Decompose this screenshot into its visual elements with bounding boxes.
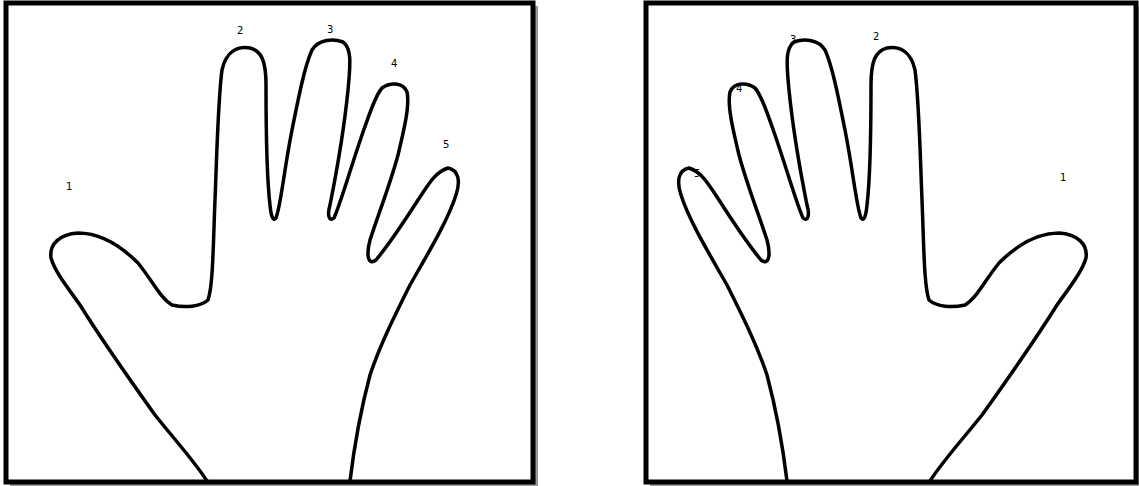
left-hand-outline	[51, 40, 459, 481]
right-frame	[646, 3, 1136, 482]
finger-number: 4	[736, 84, 742, 94]
finger-number: 1	[66, 182, 72, 192]
finger-number: 3	[790, 35, 796, 45]
finger-number: 1	[1060, 173, 1066, 183]
finger-number: 3	[327, 25, 333, 35]
finger-number: 2	[237, 26, 243, 36]
finger-number: 5	[443, 140, 449, 150]
left-frame	[6, 3, 533, 482]
finger-number: 5	[694, 169, 700, 179]
finger-number: 2	[873, 32, 879, 42]
finger-number: 4	[391, 59, 397, 69]
right-hand-outline	[679, 40, 1087, 481]
